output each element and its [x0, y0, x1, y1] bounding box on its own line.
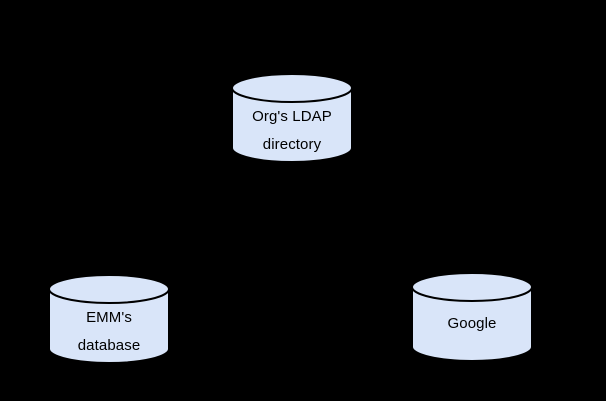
google-node: Google	[411, 272, 533, 362]
database-cylinder-icon	[48, 274, 170, 364]
database-cylinder-icon	[411, 272, 533, 362]
database-cylinder-icon	[231, 73, 353, 163]
emm-database-node: EMM's database	[48, 274, 170, 364]
ldap-directory-node: Org's LDAP directory	[231, 73, 353, 163]
